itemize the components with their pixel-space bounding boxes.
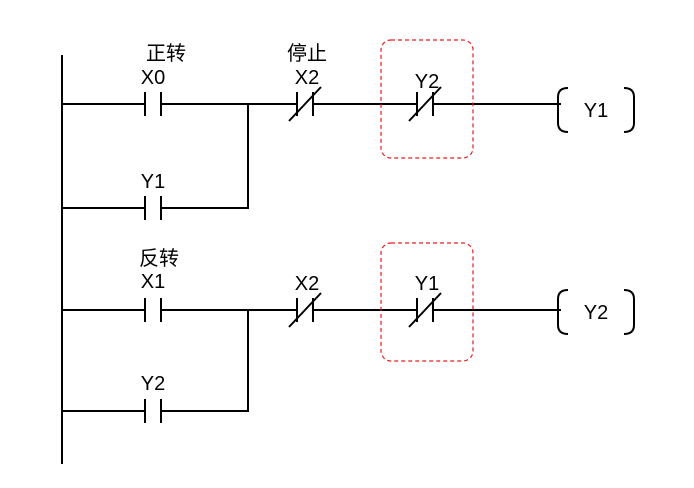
rung-2-interlock-highlight (380, 242, 474, 362)
rung-2-seal-contact-label: Y2 (141, 373, 165, 395)
rung-1-seal-contact (144, 196, 162, 220)
rung-2-coil (557, 289, 635, 335)
rung-1-stop-contact-label: X2 (295, 67, 319, 89)
rung-1-coil-label: Y1 (584, 100, 608, 122)
rung-1-stop-label: 停止 (287, 42, 327, 65)
rung-2-seal-contact (144, 399, 162, 423)
rung-1-interlock-highlight (380, 39, 474, 159)
rung-2-interlock-contact (408, 292, 442, 328)
rung-1-start-contact (144, 92, 162, 116)
rung-1-interlock-contact-label: Y2 (415, 71, 439, 93)
rung-1-interlock-contact (408, 86, 442, 122)
rung-2: 反转 X1 Y2 X2 Y1 Y2 (61, 242, 635, 423)
rung-2-stop-contact (288, 292, 322, 328)
rung-1: 正转 X0 Y1 停止 X2 Y2 Y1 (61, 39, 635, 220)
rung-1-stop-contact (288, 86, 322, 122)
rung-1-seal-contact-label: Y1 (141, 171, 165, 193)
rung-1-start-contact-label: X0 (141, 67, 165, 89)
rung-2-coil-label: Y2 (584, 302, 608, 324)
rung-1-start-label: 正转 (146, 42, 186, 65)
rung-2-start-label: 反转 (139, 247, 179, 270)
rung-2-stop-contact-label: X2 (295, 273, 319, 295)
rung-2-interlock-contact-label: Y1 (415, 273, 439, 295)
rung-2-start-contact-label: X1 (141, 271, 165, 293)
rung-2-start-contact (144, 298, 162, 322)
rung-1-coil (557, 87, 635, 133)
